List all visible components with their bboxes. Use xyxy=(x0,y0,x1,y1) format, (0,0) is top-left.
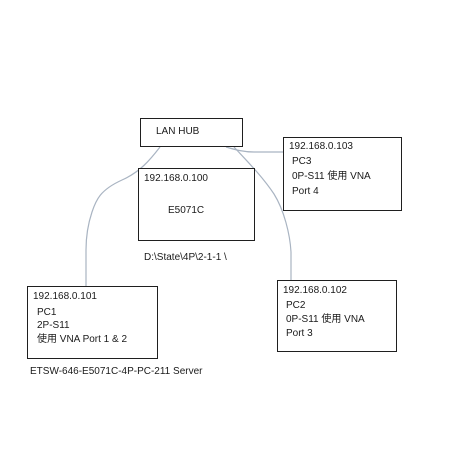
pc3-name: PC3 xyxy=(292,156,312,167)
pc2-box: 192.168.0.102 PC2 0P-S11 使用 VNA Port 3 xyxy=(277,280,397,352)
lan-hub-label: LAN HUB xyxy=(156,126,200,137)
pc3-port: Port 4 xyxy=(292,186,319,197)
pc3-ip: 192.168.0.103 xyxy=(289,141,353,152)
e5071c-ip: 192.168.0.100 xyxy=(144,173,208,184)
pc2-port: Port 3 xyxy=(286,328,313,339)
pc3-box: 192.168.0.103 PC3 0P-S11 使用 VNA Port 4 xyxy=(283,137,402,211)
link-hub-pc1 xyxy=(85,146,161,286)
e5071c-path: D:\State\4P\2-1-1 \ xyxy=(144,252,227,263)
pc1-desc: 2P-S11 xyxy=(37,320,70,331)
pc1-port: 使用 VNA Port 1 & 2 xyxy=(37,334,128,345)
link-hub-pc3 xyxy=(225,146,283,153)
server-caption: ETSW-646-E5071C-4P-PC-211 Server xyxy=(30,366,203,377)
e5071c-name: E5071C xyxy=(168,205,205,216)
pc2-name: PC2 xyxy=(286,300,306,311)
pc1-name: PC1 xyxy=(37,307,57,318)
e5071c-box: 192.168.0.100 E5071C xyxy=(138,168,255,241)
pc2-ip: 192.168.0.102 xyxy=(283,285,347,296)
lan-hub-box: LAN HUB xyxy=(140,118,243,147)
pc3-desc: 0P-S11 使用 VNA xyxy=(292,171,371,182)
link-hub-pc2 xyxy=(233,146,292,280)
pc1-box: 192.168.0.101 PC1 2P-S11 使用 VNA Port 1 &… xyxy=(27,286,158,359)
pc1-ip: 192.168.0.101 xyxy=(33,291,97,302)
pc2-desc: 0P-S11 使用 VNA xyxy=(286,314,365,325)
